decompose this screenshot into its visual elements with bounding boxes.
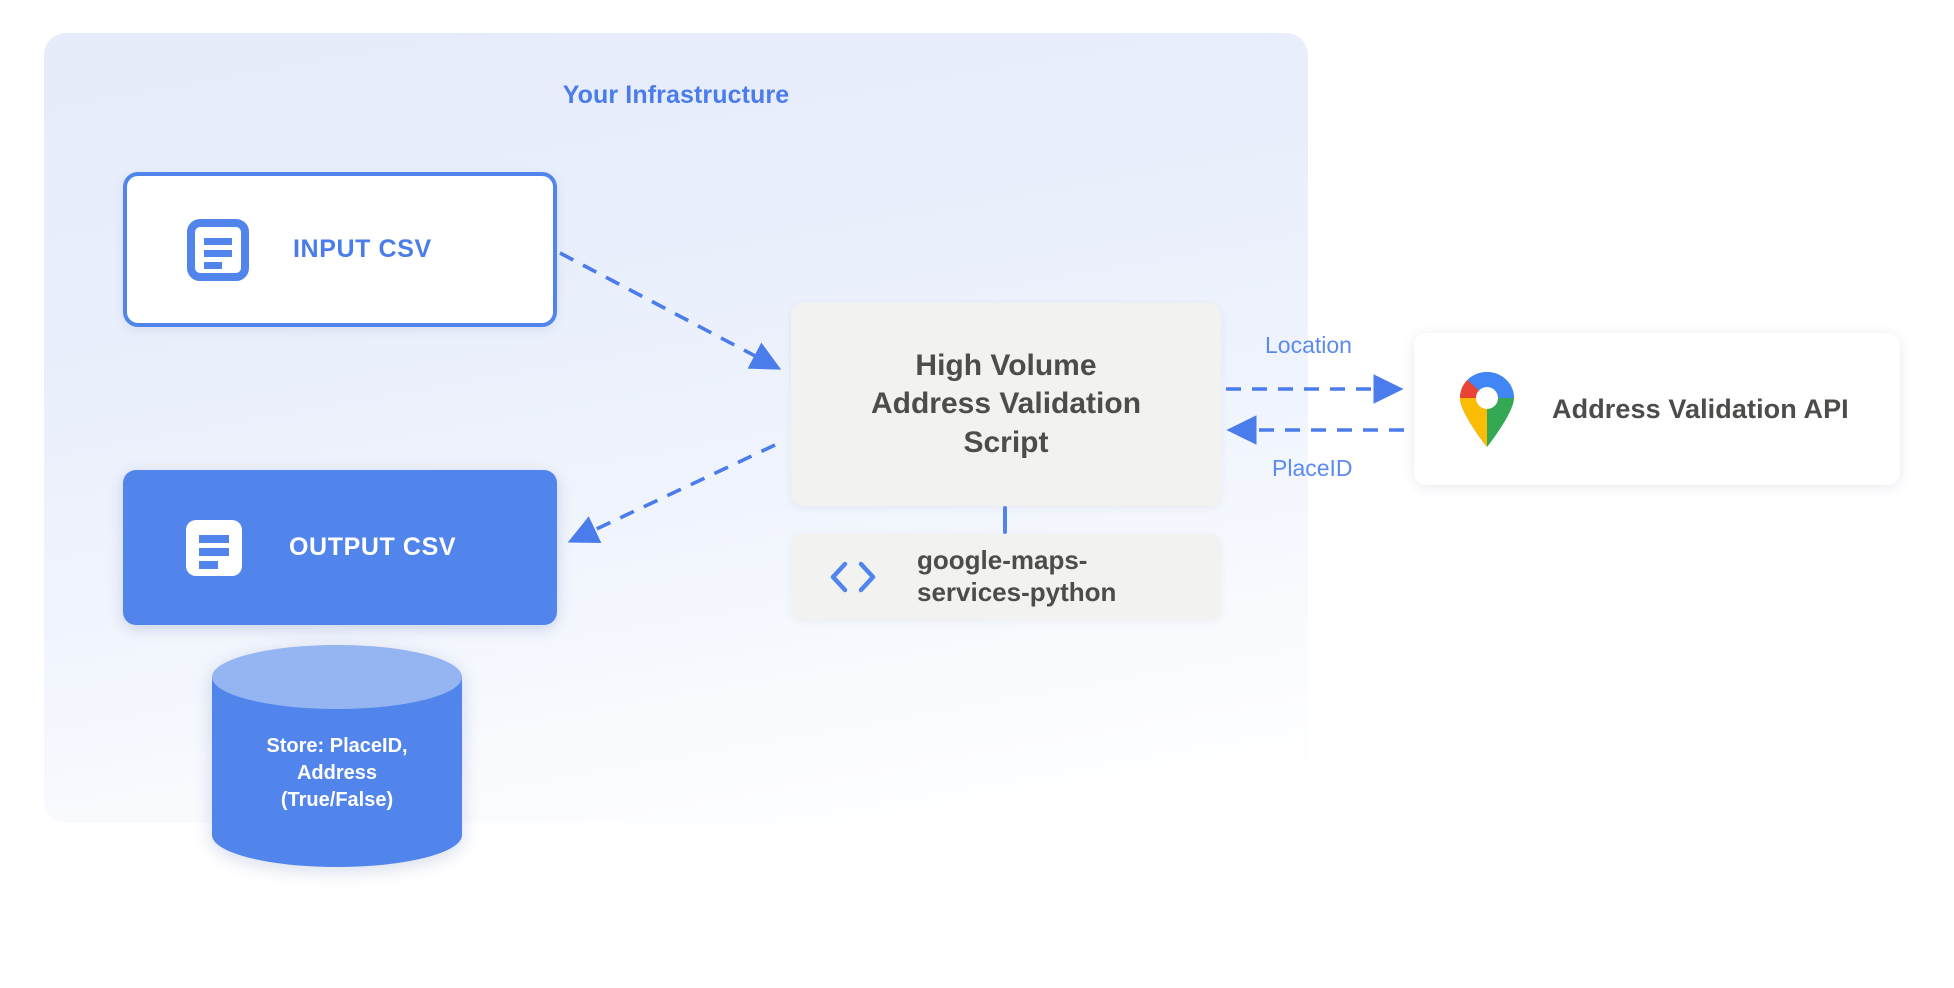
output-csv-node[interactable]: OUTPUT CSV	[123, 470, 557, 625]
edge-label-location: Location	[1265, 332, 1352, 358]
database-line-2: Address	[296, 762, 378, 785]
input-csv-label: INPUT CSV	[293, 235, 432, 263]
address-validation-api-node[interactable]: Address Validation API	[1414, 333, 1900, 485]
database-line-1: Store: PlaceID,	[266, 735, 408, 757]
code-brackets-icon	[827, 559, 879, 595]
panel-title: Your Infrastructure	[562, 81, 790, 109]
google-maps-pin-icon	[1456, 371, 1518, 447]
script-line-2: Address Validation	[870, 387, 1142, 421]
library-line-2: services-python	[917, 577, 1117, 607]
output-csv-label: OUTPUT CSV	[289, 533, 457, 561]
script-library-connector	[1003, 506, 1007, 534]
script-line-1: High Volume	[915, 348, 1097, 382]
document-icon	[187, 218, 249, 281]
edge-label-placeid: PlaceID	[1272, 455, 1353, 481]
script-node[interactable]: High Volume Address Validation Script	[791, 303, 1221, 506]
input-csv-node[interactable]: INPUT CSV	[123, 172, 557, 327]
database-node[interactable]: Store: PlaceID, Address (True/False)	[212, 645, 462, 867]
library-line-1: google-maps-	[917, 545, 1088, 576]
document-icon	[183, 517, 245, 579]
database-top-ellipse	[212, 645, 462, 709]
database-label: Store: PlaceID, Address (True/False)	[212, 733, 462, 815]
api-label: Address Validation API	[1552, 393, 1849, 424]
library-node[interactable]: google-maps- services-python	[791, 534, 1221, 620]
database-bottom-ellipse	[212, 803, 462, 867]
database-line-3: (True/False)	[280, 789, 394, 812]
script-line-3: Script	[963, 425, 1049, 459]
